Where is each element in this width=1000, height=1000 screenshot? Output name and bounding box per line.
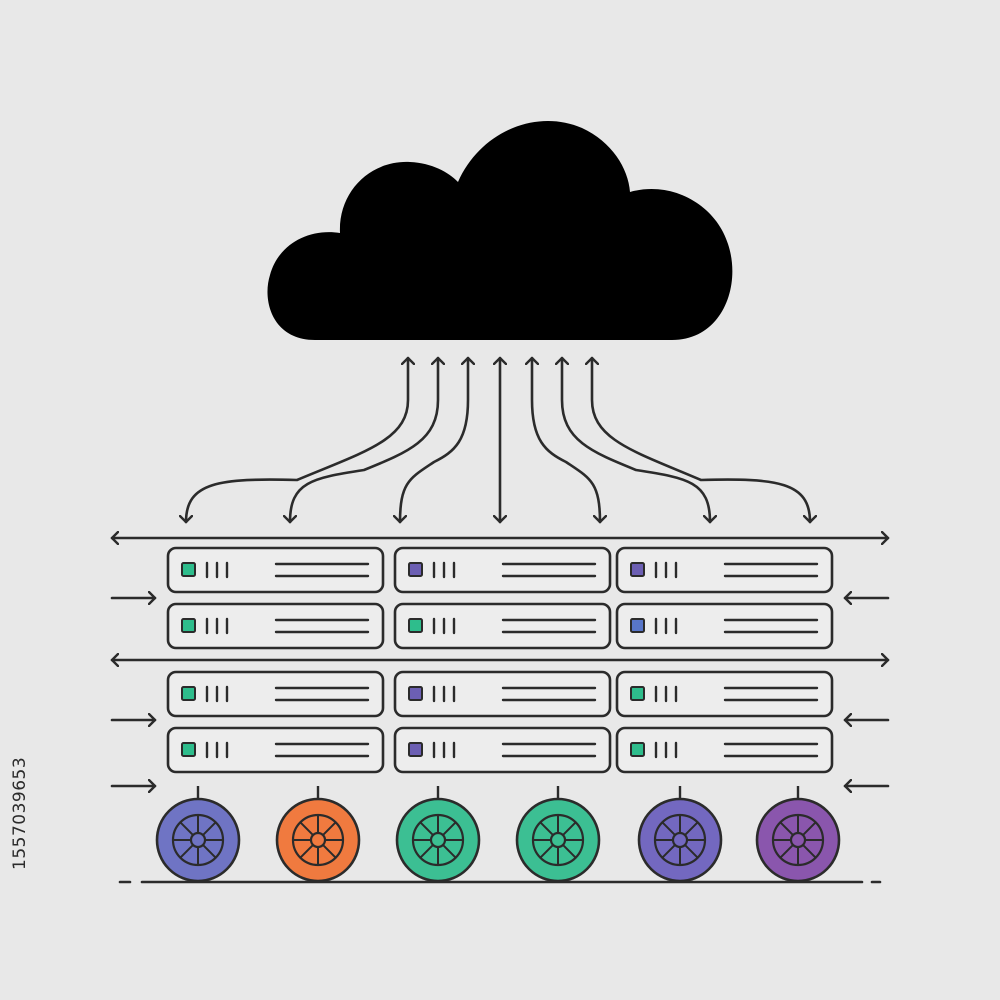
status-led-icon — [630, 618, 645, 633]
status-led-icon — [181, 618, 196, 633]
arrow-icon — [592, 356, 810, 524]
server-unit — [615, 726, 834, 774]
server-unit — [615, 602, 834, 650]
status-led-icon — [630, 686, 645, 701]
disk-drive-icon — [755, 786, 841, 883]
status-led-icon — [408, 562, 423, 577]
server-unit — [166, 670, 385, 718]
disk-drive-icon — [155, 786, 241, 883]
disk-drive-row — [155, 786, 841, 883]
arrow-icon — [400, 356, 468, 524]
arrow-icon — [532, 356, 600, 524]
server-unit — [615, 546, 834, 594]
status-led-icon — [630, 742, 645, 757]
server-unit — [393, 546, 612, 594]
status-led-icon — [408, 618, 423, 633]
disk-drive-icon — [637, 786, 723, 883]
cloud-icon — [267, 120, 733, 340]
server-unit — [393, 670, 612, 718]
status-led-icon — [408, 742, 423, 757]
status-led-icon — [181, 562, 196, 577]
server-unit — [166, 726, 385, 774]
arrow-icon — [562, 356, 710, 524]
disk-drive-icon — [275, 786, 361, 883]
disk-drive-icon — [395, 786, 481, 883]
status-led-icon — [408, 686, 423, 701]
server-unit — [166, 602, 385, 650]
cloud-link-arrows — [186, 356, 810, 524]
stock-id-label: 1557039653 — [10, 756, 30, 870]
arrow-icon — [290, 356, 438, 524]
status-led-icon — [630, 562, 645, 577]
server-rack-grid — [166, 546, 834, 774]
disk-drive-icon — [515, 786, 601, 883]
server-unit — [166, 546, 385, 594]
arrow-icon — [186, 356, 408, 524]
status-led-icon — [181, 742, 196, 757]
server-unit — [615, 670, 834, 718]
status-led-icon — [181, 686, 196, 701]
server-unit — [393, 726, 612, 774]
horizontal-flow-arrows — [110, 538, 890, 786]
server-unit — [393, 602, 612, 650]
